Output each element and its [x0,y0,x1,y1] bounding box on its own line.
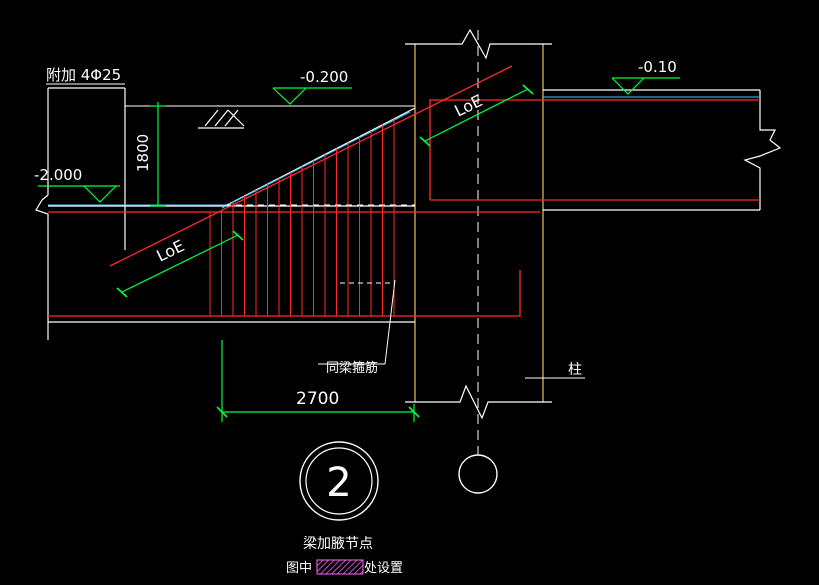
label-elev-top-left: -0.200 [300,68,348,86]
label-stirrup-note: 同梁箍筋 [326,360,378,376]
label-extra-rebar: 附加 4Φ25 [46,66,121,84]
dimension-ticks [116,84,534,418]
detail-bubble-inner [305,447,373,515]
column-outline [414,44,544,402]
elev-marker-top-left [272,87,352,105]
label-elev-top-right: -0.10 [638,58,677,76]
elev-marker-top-right [611,77,680,95]
right-top-bar [429,99,760,200]
dimensions [121,88,529,422]
left-beam-outline [35,87,415,340]
label-dim-vertical: 1800 [134,134,152,172]
detail-bubble-outer [299,441,379,521]
right-beam-outline [543,89,782,211]
legend-hatch-swatch [316,559,364,575]
label-elev-left: -2.000 [34,166,82,184]
label-detail-subtitle-after: 处设置 [364,561,403,576]
bent-bar [415,270,521,317]
haunch-stirrups [209,118,395,316]
haunch-diagonal-bar [109,65,513,267]
column-break-lines [405,28,552,420]
elev-marker-left [38,185,120,203]
label-detail-title: 梁加腋节点 [303,536,373,552]
label-column-note: 柱 [568,362,582,378]
label-anchor-upper: LoE [451,91,485,121]
leader-lines [46,83,585,379]
soil-hatch-icon [198,109,245,129]
label-dim-horizontal: 2700 [296,389,339,409]
haunch-slope-water [221,111,411,209]
rebar-group [48,65,760,317]
label-anchor-lower: LoE [153,236,187,266]
haunch-slope-line [224,107,416,207]
label-detail-number: 2 [326,460,351,506]
axis-bubble [458,454,498,494]
label-detail-subtitle-before: 图中 [286,561,312,576]
